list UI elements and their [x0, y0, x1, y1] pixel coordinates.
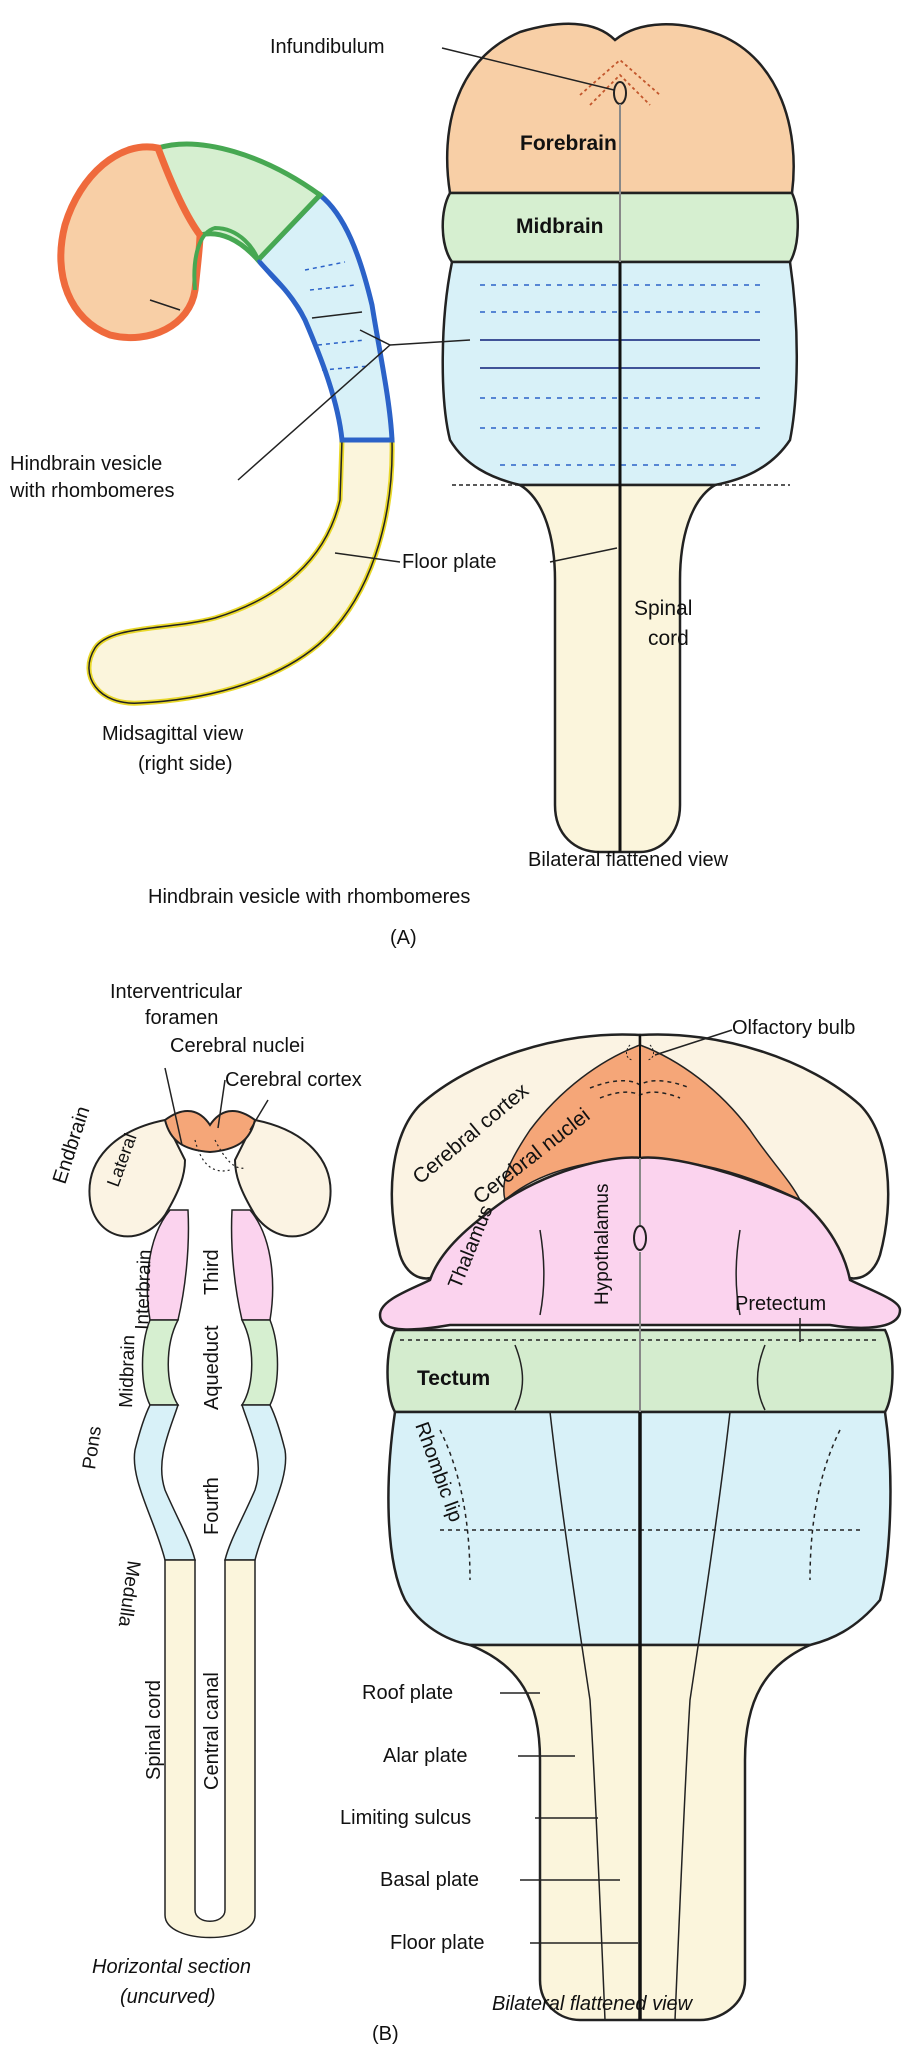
label-infundibulum: Infundibulum — [270, 36, 385, 58]
label-aqueduct: Aqueduct — [201, 1325, 223, 1410]
horizontal-telencephalon-right — [233, 1118, 332, 1238]
caption-a: Hindbrain vesicle with rhombomeres — [148, 886, 470, 908]
label-interbrain: Interbrain — [132, 1249, 156, 1330]
bilateral-view-b — [378, 1033, 902, 2022]
horizontal-midbrain-right — [240, 1319, 279, 1406]
midsagittal-forebrain-region — [57, 143, 204, 342]
label-olfactory-bulb: Olfactory bulb — [732, 1017, 855, 1039]
horizontal-hindbrain — [133, 1404, 196, 1561]
label-cord-a: cord — [648, 627, 689, 650]
label-fourth: Fourth — [201, 1477, 223, 1535]
label-midsagittal-2: (right side) — [138, 753, 232, 775]
bilateral-view-a — [441, 22, 800, 854]
label-interventricular-2: foramen — [145, 1007, 218, 1029]
label-basal-plate: Basal plate — [380, 1869, 479, 1891]
label-spinal-cord-h: Spinal cord — [143, 1680, 165, 1780]
label-cerebral-cortex-h: Cerebral cortex — [225, 1069, 362, 1091]
label-midsagittal-1: Midsagittal view — [102, 723, 244, 745]
horizontal-telencephalon-left — [88, 1118, 187, 1238]
label-hindbrain-vesicle-2: with rhombomeres — [9, 480, 175, 502]
label-central-canal: Central canal — [201, 1672, 223, 1790]
label-bilateral-a: Bilateral flattened view — [528, 849, 729, 871]
label-cerebral-nuclei-h: Cerebral nuclei — [170, 1035, 305, 1057]
label-floor-plate-a: Floor plate — [402, 551, 497, 573]
label-horizontal-2: (uncurved) — [120, 1986, 216, 2008]
label-pons: Pons — [79, 1425, 106, 1471]
label-third: Third — [201, 1249, 223, 1295]
panel-label-b: (B) — [372, 2023, 399, 2045]
horizontal-spinal-cord — [164, 1559, 256, 1939]
label-pretectum: Pretectum — [735, 1293, 826, 1315]
label-medulla: Medulla — [114, 1559, 144, 1628]
label-endbrain: Endbrain — [49, 1104, 95, 1187]
bilateral-diencephalon — [378, 1156, 902, 1331]
label-midbrain-a: Midbrain — [516, 215, 604, 238]
midsagittal-view — [57, 141, 395, 706]
horizontal-midbrain — [141, 1319, 180, 1406]
label-bilateral-b: Bilateral flattened view — [492, 1993, 694, 2015]
horizontal-cerebral-nuclei — [163, 1110, 257, 1154]
label-hypothalamus: Hypothalamus — [592, 1184, 613, 1305]
horizontal-hindbrain-right — [224, 1404, 287, 1561]
label-spinal-a: Spinal — [634, 597, 692, 620]
label-floor-plate-b: Floor plate — [390, 1932, 485, 1954]
label-limiting-sulcus: Limiting sulcus — [340, 1807, 471, 1829]
label-forebrain-a: Forebrain — [520, 132, 617, 155]
bilateral-spinal-region — [515, 483, 720, 854]
label-roof-plate: Roof plate — [362, 1682, 453, 1704]
label-hindbrain-vesicle-1: Hindbrain vesicle — [10, 453, 162, 475]
label-horizontal-1: Horizontal section — [92, 1956, 251, 1978]
label-midbrain-h: Midbrain — [116, 1335, 140, 1409]
label-alar-plate: Alar plate — [383, 1745, 468, 1767]
horizontal-section — [88, 1067, 332, 1939]
label-interventricular-1: Interventricular — [110, 981, 243, 1003]
panel-label-a: (A) — [390, 927, 417, 949]
label-tectum: Tectum — [417, 1367, 490, 1390]
